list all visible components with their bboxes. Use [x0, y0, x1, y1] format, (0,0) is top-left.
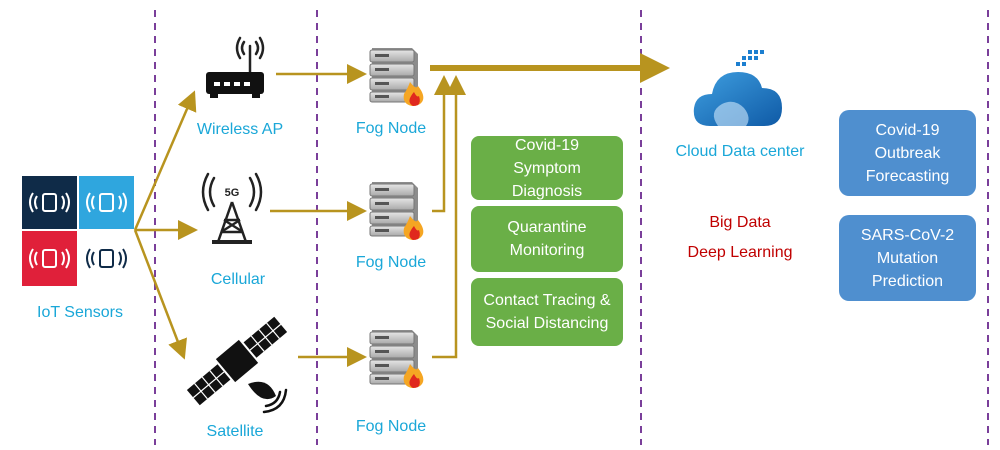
satellite-icon: [182, 306, 292, 416]
contact-tracing-box: Contact Tracing & Social Distancing: [471, 278, 623, 346]
iot-sensors-label: IoT Sensors: [37, 304, 123, 321]
arrow-fog2-up: [432, 75, 454, 213]
arrow-iot-satellite: [133, 229, 187, 360]
mutation-prediction-box: SARS-CoV-2 Mutation Prediction: [839, 215, 976, 301]
symptom-diagnosis-box: Covid-19 Symptom Diagnosis: [471, 136, 623, 200]
satellite-label: Satellite: [206, 423, 264, 440]
quarantine-monitoring-text: Quarantine Monitoring: [507, 219, 587, 259]
fog-server-icon-1: [366, 44, 430, 108]
arrow-fog3-up: [432, 75, 466, 359]
cell-badge-text: 5G: [225, 187, 240, 199]
fog-server-icon-2: [366, 178, 430, 242]
cellular-label: Cellular: [210, 271, 266, 288]
symptom-diagnosis-text: Covid-19 Symptom Diagnosis: [511, 136, 583, 200]
fog-node-label-1: Fog Node: [355, 120, 427, 137]
fog-server-icon-3: [366, 326, 430, 390]
cloud-label: Cloud Data center: [675, 143, 805, 160]
outbreak-forecasting-box: Covid-19 Outbreak Forecasting: [839, 110, 976, 196]
fog-node-label-3: Fog Node: [355, 418, 427, 435]
contact-tracing-text: Contact Tracing & Social Distancing: [483, 292, 611, 332]
fog-node-label-2: Fog Node: [355, 254, 427, 271]
wireless-router-icon: [204, 36, 268, 100]
iot-sensors-icon: [22, 176, 134, 286]
mutation-prediction-text: SARS-CoV-2 Mutation Prediction: [860, 226, 955, 290]
wireless-ap-label: Wireless AP: [196, 121, 284, 138]
deep-learning-text: Deep Learning: [687, 244, 793, 261]
big-data-text: Big Data: [709, 214, 771, 231]
arrow-iot-wireless: [133, 90, 197, 231]
cloud-icon: [688, 46, 788, 136]
cell-tower-icon: 5G: [200, 172, 264, 246]
quarantine-monitoring-box: Quarantine Monitoring: [471, 206, 623, 272]
outbreak-forecasting-text: Covid-19 Outbreak Forecasting: [865, 121, 950, 185]
